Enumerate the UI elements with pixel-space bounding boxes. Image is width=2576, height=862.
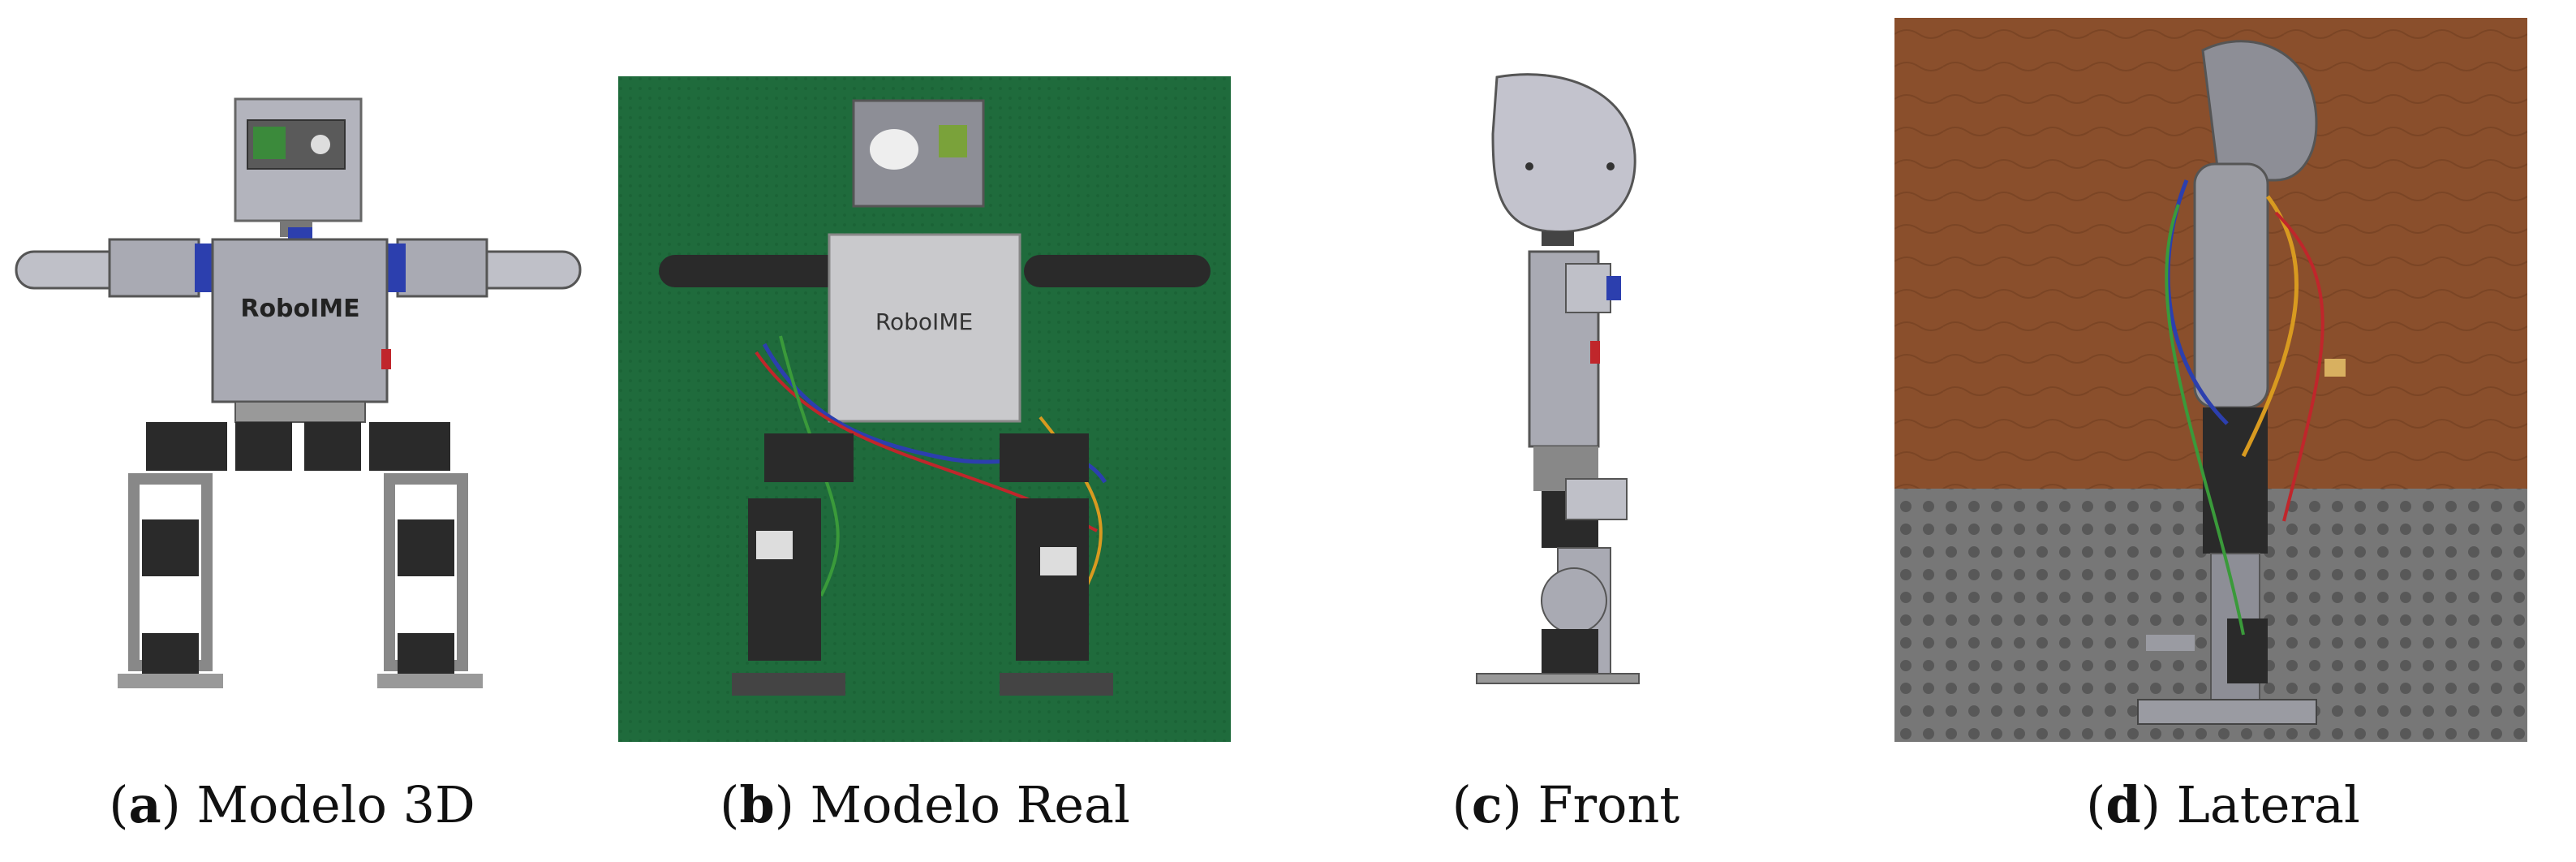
caption-d-title: Lateral (2176, 775, 2360, 834)
caption-a-title: Modelo 3D (196, 775, 475, 834)
real-logo-text: RoboIME (875, 308, 973, 335)
caption-b-title: Modelo Real (810, 775, 1130, 834)
caption-d: (d) Lateral (1996, 775, 2450, 840)
caption-c-open-paren: ( (1451, 775, 1472, 834)
caption-b-close-paren: ) (774, 775, 794, 834)
caption-b-open-paren: ( (720, 775, 740, 834)
caption-c-title: Front (1537, 775, 1680, 834)
caption-a-close-paren: ) (161, 775, 181, 834)
panel-d-lateral-photo (1894, 18, 2527, 742)
panel-c-front-view (1452, 69, 1655, 698)
caption-c-letter: c (1471, 775, 1503, 834)
3d-logo-text: RoboIME (240, 295, 359, 323)
caption-b: (b) Modelo Real (682, 775, 1168, 840)
robot-lateral-photo (1894, 18, 2527, 742)
caption-a: (a) Modelo 3D (49, 775, 535, 840)
robot-real-photo: RoboIME (618, 76, 1231, 742)
caption-d-close-paren: ) (2140, 775, 2161, 834)
panel-a-3d-model: RoboIME (0, 81, 600, 698)
caption-a-open-paren: ( (109, 775, 129, 834)
caption-c: (c) Front (1379, 775, 1752, 840)
caption-b-letter: b (739, 775, 775, 834)
robot-3d-render: RoboIME (15, 97, 582, 688)
caption-c-close-paren: ) (1502, 775, 1522, 834)
panel-b-real-model: RoboIME (618, 76, 1231, 742)
caption-a-letter: a (128, 775, 161, 834)
caption-d-letter: d (2105, 775, 2141, 834)
caption-d-open-paren: ( (2086, 775, 2106, 834)
robot-front-render (1476, 73, 1640, 684)
